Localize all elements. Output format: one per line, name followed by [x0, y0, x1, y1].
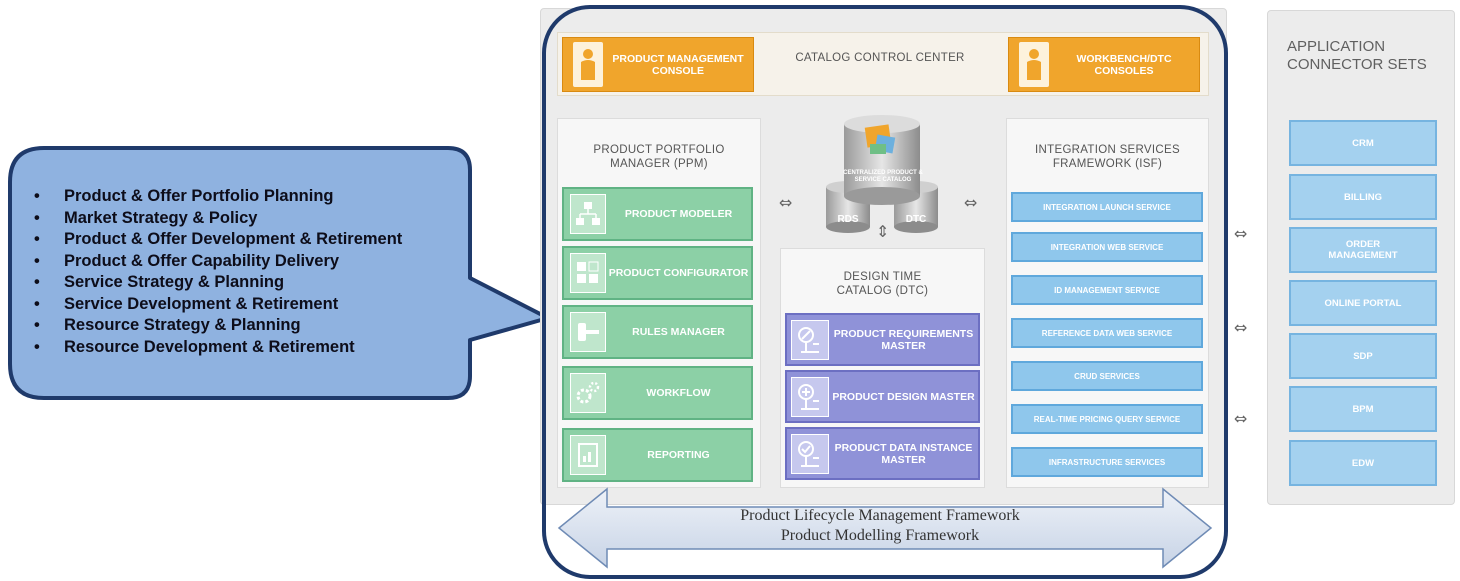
- capability-item: •Service Development & Retirement: [34, 294, 339, 313]
- console-label: PRODUCT MANAGEMENT CONSOLE: [612, 52, 744, 77]
- product-configurator-button[interactable]: PRODUCT CONFIGURATOR: [562, 246, 753, 300]
- ppm-title: PRODUCT PORTFOLIO MANAGER (PPM): [593, 144, 725, 170]
- gavel-icon: [570, 312, 606, 352]
- double-arrow-icon: ⇔: [779, 193, 793, 212]
- report-icon: [570, 435, 606, 475]
- gears-icon: [570, 373, 606, 413]
- isf-service-button[interactable]: INTEGRATION LAUNCH SERVICE: [1011, 192, 1203, 222]
- application-connector-title: APPLICATION CONNECTOR SETS: [1287, 38, 1427, 73]
- product-design-master-button[interactable]: PRODUCT DESIGN MASTER: [785, 370, 980, 423]
- product-data-instance-master-button[interactable]: PRODUCT DATA INSTANCE MASTER: [785, 427, 980, 480]
- add-icon: [791, 376, 829, 417]
- connector-billing-button[interactable]: BILLING: [1289, 174, 1437, 220]
- reporting-button[interactable]: REPORTING: [562, 428, 753, 482]
- capability-item: •Product & Offer Portfolio Planning: [34, 187, 334, 205]
- grid-icon: [570, 253, 606, 293]
- double-arrow-icon: ⇔: [1234, 318, 1248, 337]
- database-label: CENTRALIZED PRODUCT & SERVICE CATALOG: [843, 170, 923, 183]
- double-arrow-icon: ⇔: [1234, 409, 1248, 428]
- console-label: WORKBENCH/DTC CONSOLES: [1076, 52, 1172, 77]
- connector-bpm-button[interactable]: BPM: [1289, 386, 1437, 432]
- edit-icon: [791, 319, 829, 360]
- connector-edw-button[interactable]: EDW: [1289, 440, 1437, 486]
- check-icon: [791, 433, 829, 474]
- capability-item: •Resource Development & Retirement: [34, 337, 355, 356]
- connector-order-management-button[interactable]: ORDER MANAGEMENT: [1289, 227, 1437, 273]
- isf-service-button[interactable]: INFRASTRUCTURE SERVICES: [1011, 447, 1203, 477]
- workflow-button[interactable]: WORKFLOW: [562, 366, 753, 420]
- isf-title: INTEGRATION SERVICES FRAMEWORK (ISF): [1035, 144, 1180, 170]
- connector-sdp-button[interactable]: SDP: [1289, 333, 1437, 379]
- rules-manager-button[interactable]: RULES MANAGER: [562, 305, 753, 359]
- framework-line-2: Product Modelling Framework: [780, 527, 980, 544]
- capability-list: •Product & Offer Portfolio Planning •Mar…: [30, 186, 490, 358]
- person-icon: [1019, 42, 1049, 87]
- callout-bubble: [8, 146, 550, 400]
- framework-line-1: Product Lifecycle Management Framework: [740, 507, 1020, 524]
- double-arrow-icon: ⇔: [1234, 224, 1248, 243]
- double-arrow-vertical-icon: ⇕: [876, 222, 890, 241]
- capability-item: •Resource Strategy & Planning: [34, 316, 301, 334]
- isf-service-button[interactable]: ID MANAGEMENT SERVICE: [1011, 275, 1203, 305]
- capability-item: •Market Strategy & Policy: [34, 208, 258, 227]
- person-icon: [573, 42, 603, 87]
- isf-service-button[interactable]: INTEGRATION WEB SERVICE: [1011, 232, 1203, 262]
- capability-item: •Product & Offer Capability Delivery: [34, 251, 340, 270]
- product-requirements-master-button[interactable]: PRODUCT REQUIREMENTS MASTER: [785, 313, 980, 366]
- connector-online-portal-button[interactable]: ONLINE PORTAL: [1289, 280, 1437, 326]
- dtc-label: DTC: [905, 214, 927, 225]
- workbench-dtc-console-button[interactable]: WORKBENCH/DTC CONSOLES: [1008, 37, 1200, 92]
- dtc-title: DESIGN TIME CATALOG (DTC): [836, 271, 929, 297]
- double-arrow-icon: ⇔: [964, 193, 978, 212]
- isf-service-button[interactable]: REAL-TIME PRICING QUERY SERVICE: [1011, 404, 1203, 434]
- isf-service-button[interactable]: CRUD SERVICES: [1011, 361, 1203, 391]
- catalog-control-center-title: CATALOG CONTROL CENTER: [795, 52, 965, 64]
- capability-item: •Product & Offer Development & Retiremen…: [34, 230, 403, 248]
- rds-label: RDS: [837, 214, 859, 225]
- product-modeler-button[interactable]: PRODUCT MODELER: [562, 187, 753, 241]
- hierarchy-icon: [570, 194, 606, 234]
- isf-service-button[interactable]: REFERENCE DATA WEB SERVICE: [1011, 318, 1203, 348]
- connector-crm-button[interactable]: CRM: [1289, 120, 1437, 166]
- capability-item: •Service Strategy & Planning: [34, 273, 285, 291]
- product-management-console-button[interactable]: PRODUCT MANAGEMENT CONSOLE: [562, 37, 754, 92]
